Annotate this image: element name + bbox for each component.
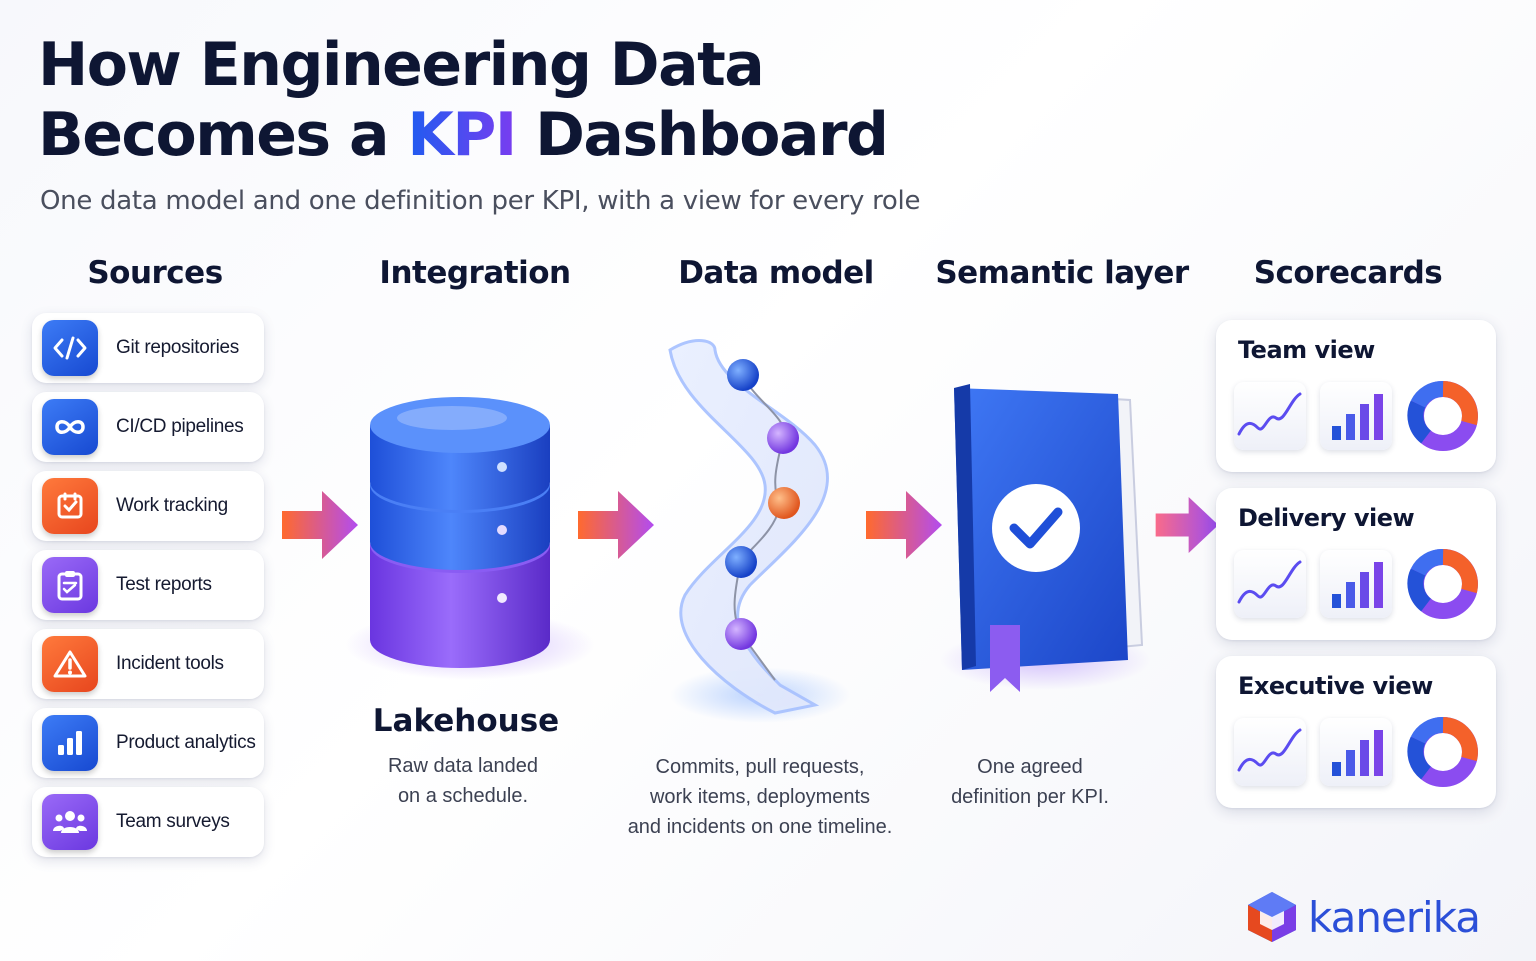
checkbox-icon	[42, 478, 98, 534]
source-card-test-reports: Test reports	[32, 550, 264, 620]
source-label: Team surveys	[116, 811, 230, 832]
scorecard-team-view: Team view	[1216, 320, 1496, 472]
bar-chart-icon	[1320, 718, 1392, 786]
line-chart-icon	[1234, 550, 1306, 618]
source-card-work-tracking: Work tracking	[32, 471, 264, 541]
scorecard-title: Delivery view	[1238, 504, 1415, 532]
scorecard-title: Team view	[1238, 336, 1375, 364]
kanerika-cube-icon	[1248, 892, 1296, 942]
title-line-2-end: Dashboard	[515, 100, 889, 170]
semantic-layer-caption: One agreed definition per KPI.	[920, 752, 1140, 812]
source-card-git: Git repositories	[32, 313, 264, 383]
flow-arrow-4-icon	[1155, 496, 1219, 554]
stage-heading-data-model: Data model	[678, 255, 874, 291]
flow-arrow-3-icon	[866, 491, 942, 559]
donut-chart-icon	[1407, 549, 1478, 619]
code-icon	[42, 320, 98, 376]
source-label: Product analytics	[116, 732, 256, 753]
caption-line: work items, deployments	[649, 786, 871, 808]
stage-heading-scorecards: Scorecards	[1253, 255, 1443, 291]
lakehouse-title: Lakehouse	[372, 703, 560, 739]
semantic-layer-book-icon	[940, 384, 1150, 692]
bar-chart-icon	[1320, 550, 1392, 618]
source-card-product-analytics: Product analytics	[32, 708, 264, 778]
caption-line: on a schedule.	[397, 785, 529, 807]
caption-line: One agreed	[977, 756, 1083, 778]
clipboard-icon	[42, 557, 98, 613]
page-subtitle: One data model and one definition per KP…	[40, 186, 921, 216]
donut-chart-icon	[1407, 717, 1478, 787]
source-label: Work tracking	[116, 495, 228, 516]
flow-arrow-2-icon	[578, 491, 654, 559]
caption-line: Commits, pull requests,	[655, 756, 865, 778]
lakehouse-database-icon	[345, 397, 595, 680]
stage-heading-semantic-layer: Semantic layer	[935, 255, 1189, 291]
caption-line: and incidents on one timeline.	[627, 816, 893, 838]
bar-chart-icon	[42, 715, 98, 771]
stage-heading-integration: Integration	[379, 255, 571, 291]
brand-name: kanerika	[1308, 892, 1481, 942]
title-highlight: KPI	[407, 100, 517, 170]
title-line-2-start: Becomes a	[38, 100, 408, 170]
line-chart-icon	[1234, 382, 1306, 450]
donut-chart-icon	[1407, 381, 1478, 451]
scorecard-title: Executive view	[1238, 672, 1433, 700]
source-label: Git repositories	[116, 337, 239, 358]
lakehouse-caption: Raw data landed on a schedule.	[343, 751, 583, 811]
page-title: How Engineering Data Becomes a KPI Dashb…	[38, 30, 889, 170]
source-card-incident-tools: Incident tools	[32, 629, 264, 699]
data-model-timeline-icon	[668, 339, 850, 723]
source-label: Incident tools	[116, 653, 224, 674]
kanerika-logo: kanerika	[1246, 890, 1481, 944]
title-line-2: Becomes a KPI Dashboard	[38, 100, 889, 170]
bar-chart-icon	[1320, 382, 1392, 450]
line-chart-icon	[1234, 718, 1306, 786]
source-label: Test reports	[116, 574, 212, 595]
source-card-team-surveys: Team surveys	[32, 787, 264, 857]
warning-icon	[42, 636, 98, 692]
title-line-1: How Engineering Data	[38, 30, 765, 100]
caption-line: Raw data landed	[387, 755, 539, 777]
flow-arrow-1-icon	[282, 491, 358, 559]
scorecard-delivery-view: Delivery view	[1216, 488, 1496, 640]
stage-heading-sources: Sources	[87, 255, 223, 291]
caption-line: definition per KPI.	[951, 786, 1109, 808]
people-icon	[42, 794, 98, 850]
source-card-cicd: CI/CD pipelines	[32, 392, 264, 462]
data-model-caption: Commits, pull requests, work items, depl…	[620, 752, 900, 842]
infinity-icon	[42, 399, 98, 455]
scorecard-executive-view: Executive view	[1216, 656, 1496, 808]
source-label: CI/CD pipelines	[116, 416, 244, 437]
